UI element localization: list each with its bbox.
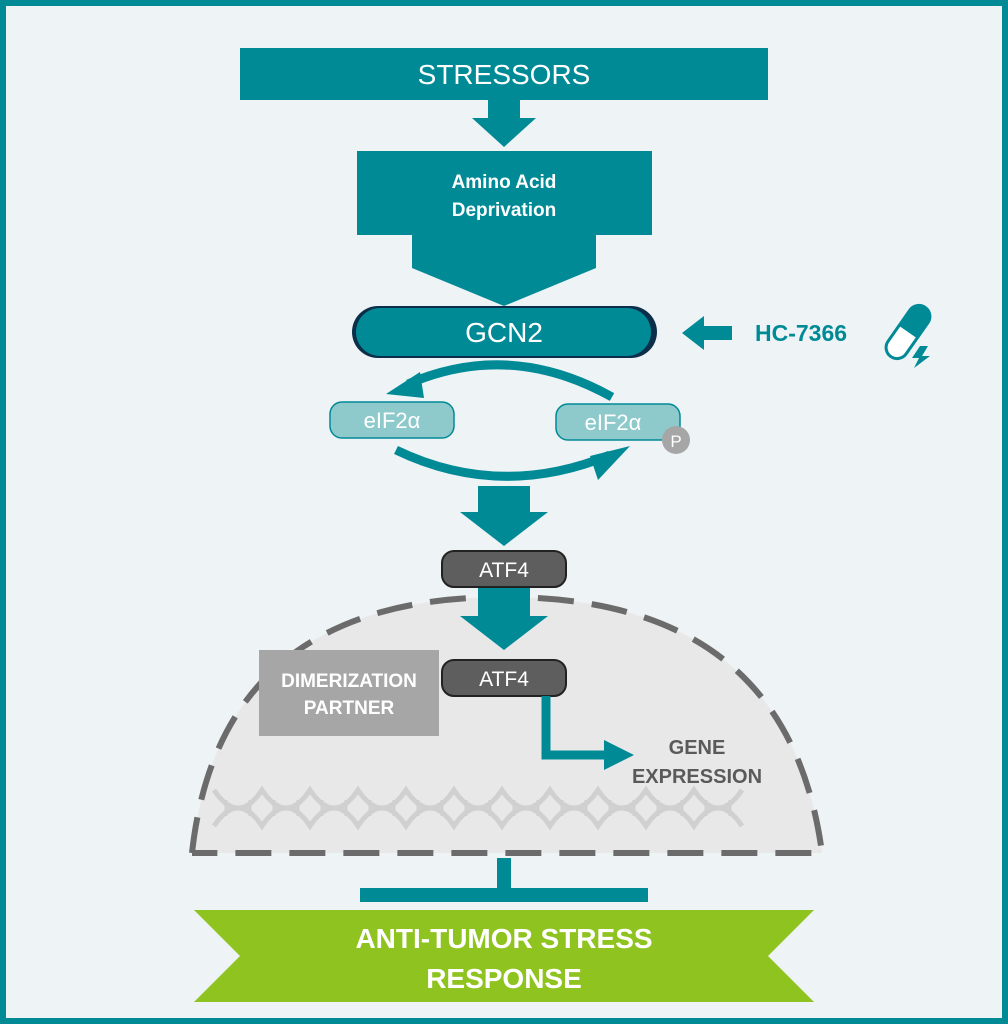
arrow-stressors-to-amino [472, 100, 536, 147]
gcn2-label: GCN2 [465, 317, 543, 348]
stressors-box [240, 48, 768, 100]
dimerization-partner-box [259, 650, 439, 736]
amino-acid-arrow [357, 151, 652, 306]
stressors-label: STRESSORS [418, 59, 591, 90]
cycle-arrow-top [406, 360, 615, 401]
atf4-cytoplasm-box [441, 550, 567, 588]
atf4-nucleus-label: ATF4 [479, 668, 529, 691]
cycle-arrow-bottom-head [590, 446, 630, 480]
dna-helix-icon [211, 785, 745, 831]
gene-expression-arrow-head [604, 740, 634, 770]
eif2a-p-label: eIF2α [585, 410, 642, 435]
response-banner [194, 910, 814, 1002]
atf4-cytoplasm-label: ATF4 [479, 559, 529, 582]
eif2a-p-box [555, 403, 681, 441]
amino-acid-line2: Deprivation [452, 200, 557, 221]
t-bar-stem [497, 858, 511, 890]
inhibitor-label: HC-7366 [755, 320, 847, 346]
gcn2-box [356, 308, 651, 356]
pill-icon [884, 303, 932, 361]
gene-line1: GENE [669, 737, 726, 759]
t-bar-cross [360, 888, 648, 902]
arrow-to-atf4 [460, 486, 548, 546]
dimerization-line1: DIMERIZATION [281, 671, 417, 692]
gene-line2: EXPRESSION [632, 766, 762, 788]
eif2a-label: eIF2α [364, 408, 421, 433]
response-line1: ANTI-TUMOR STRESS [355, 923, 652, 954]
phospho-label: P [670, 432, 681, 451]
inhibitor-arrow [682, 316, 732, 350]
gene-expression-arrow [541, 696, 606, 760]
amino-acid-line1: Amino Acid [452, 172, 557, 193]
cycle-arrow-top-head [386, 372, 424, 398]
atf4-nucleus-box [441, 659, 567, 697]
dimerization-line2: PARTNER [304, 698, 395, 719]
cycle-arrow-bottom [394, 445, 612, 481]
phospho-badge [662, 426, 690, 454]
lightning-icon [912, 346, 930, 368]
eif2a-box [329, 401, 455, 439]
arrow-into-nucleus [460, 588, 548, 650]
response-line2: RESPONSE [426, 963, 582, 994]
